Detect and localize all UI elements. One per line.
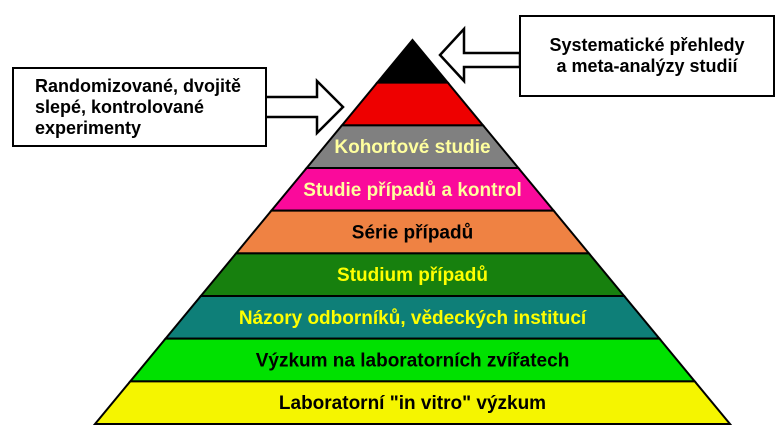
- left-arrow-icon: [256, 77, 345, 137]
- callout-left-line-3: experimenty: [35, 118, 142, 138]
- pyramid-level-6-label: Studium případů: [337, 265, 488, 286]
- callout-left-line-1: Randomizované, dvojitě: [35, 76, 242, 96]
- pyramid-level-9: [92, 380, 733, 425]
- pyramid-level-3-label: Kohortové studie: [334, 137, 490, 158]
- callout-right-line-1: Systematické přehledy: [549, 35, 745, 55]
- callout-arrows: [256, 25, 522, 137]
- callout-left-line-2: slepé, kontrolované: [35, 97, 205, 117]
- right-arrow-icon: [438, 25, 522, 85]
- callout-systematic-reviews: Systematické přehledy a meta-analýzy stu…: [519, 15, 775, 97]
- callout-randomized-experiments: Randomizované, dvojitě slepé, kontrolova…: [12, 67, 267, 147]
- pyramid-level-4-label: Studie případů a kontrol: [303, 180, 522, 201]
- pyramid-level-8-label: Výzkum na laboratorních zvířatech: [256, 351, 570, 372]
- pyramid-level-5-label: Série případů: [352, 223, 473, 244]
- pyramid-level-1: [375, 38, 450, 84]
- pyramid-level-2: [339, 81, 486, 127]
- callout-right-line-2: a meta-analýzy studií: [556, 56, 738, 76]
- pyramid-level-9-label: Laboratorní "in vitro" výzkum: [279, 393, 546, 414]
- pyramid-level-7-label: Názory odborníků, vědeckých institucí: [239, 308, 587, 329]
